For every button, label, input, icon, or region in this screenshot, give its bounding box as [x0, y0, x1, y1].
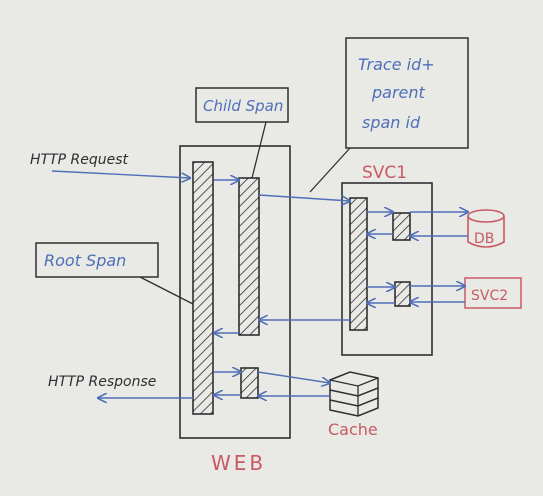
- cache-stack-icon: [329, 371, 379, 417]
- child-span-bar: [238, 177, 260, 336]
- cache-label: Cache: [328, 420, 378, 439]
- trace-id-label-line3: span id: [362, 113, 421, 132]
- http-request-arrow: [51, 170, 190, 178]
- cache-request-arrow: [257, 371, 330, 383]
- db-call-span: [392, 212, 411, 241]
- cache-call-span: [240, 367, 259, 399]
- root-span-pointer: [139, 276, 194, 305]
- svc2-label: SVC2: [471, 288, 508, 304]
- svc1-span-bar: [349, 197, 368, 331]
- trace-id-callout: [345, 37, 469, 149]
- svc1-service-box: [341, 182, 433, 356]
- svc2-box: [464, 277, 522, 309]
- trace-id-pointer: [309, 147, 351, 193]
- http-response-label: HTTP Response: [48, 374, 156, 390]
- child-span-label: Child Span: [203, 97, 283, 115]
- svc1-label: SVC1: [362, 163, 407, 183]
- http-request-label: HTTP Request: [30, 152, 129, 168]
- web-label: WEB: [211, 451, 266, 475]
- child-span-callout: [195, 87, 289, 123]
- child-to-svc1-arrow: [258, 194, 350, 201]
- trace-id-label-line2: parent: [371, 83, 426, 102]
- svc2-call-span: [394, 281, 411, 307]
- root-span-bar: [192, 161, 214, 415]
- web-service-box: [179, 145, 291, 439]
- child-span-pointer: [251, 121, 267, 179]
- trace-id-label-line1: Trace id+: [358, 55, 435, 74]
- root-span-label: Root Span: [44, 251, 126, 270]
- root-span-callout: [35, 242, 159, 278]
- db-label: DB: [474, 231, 494, 247]
